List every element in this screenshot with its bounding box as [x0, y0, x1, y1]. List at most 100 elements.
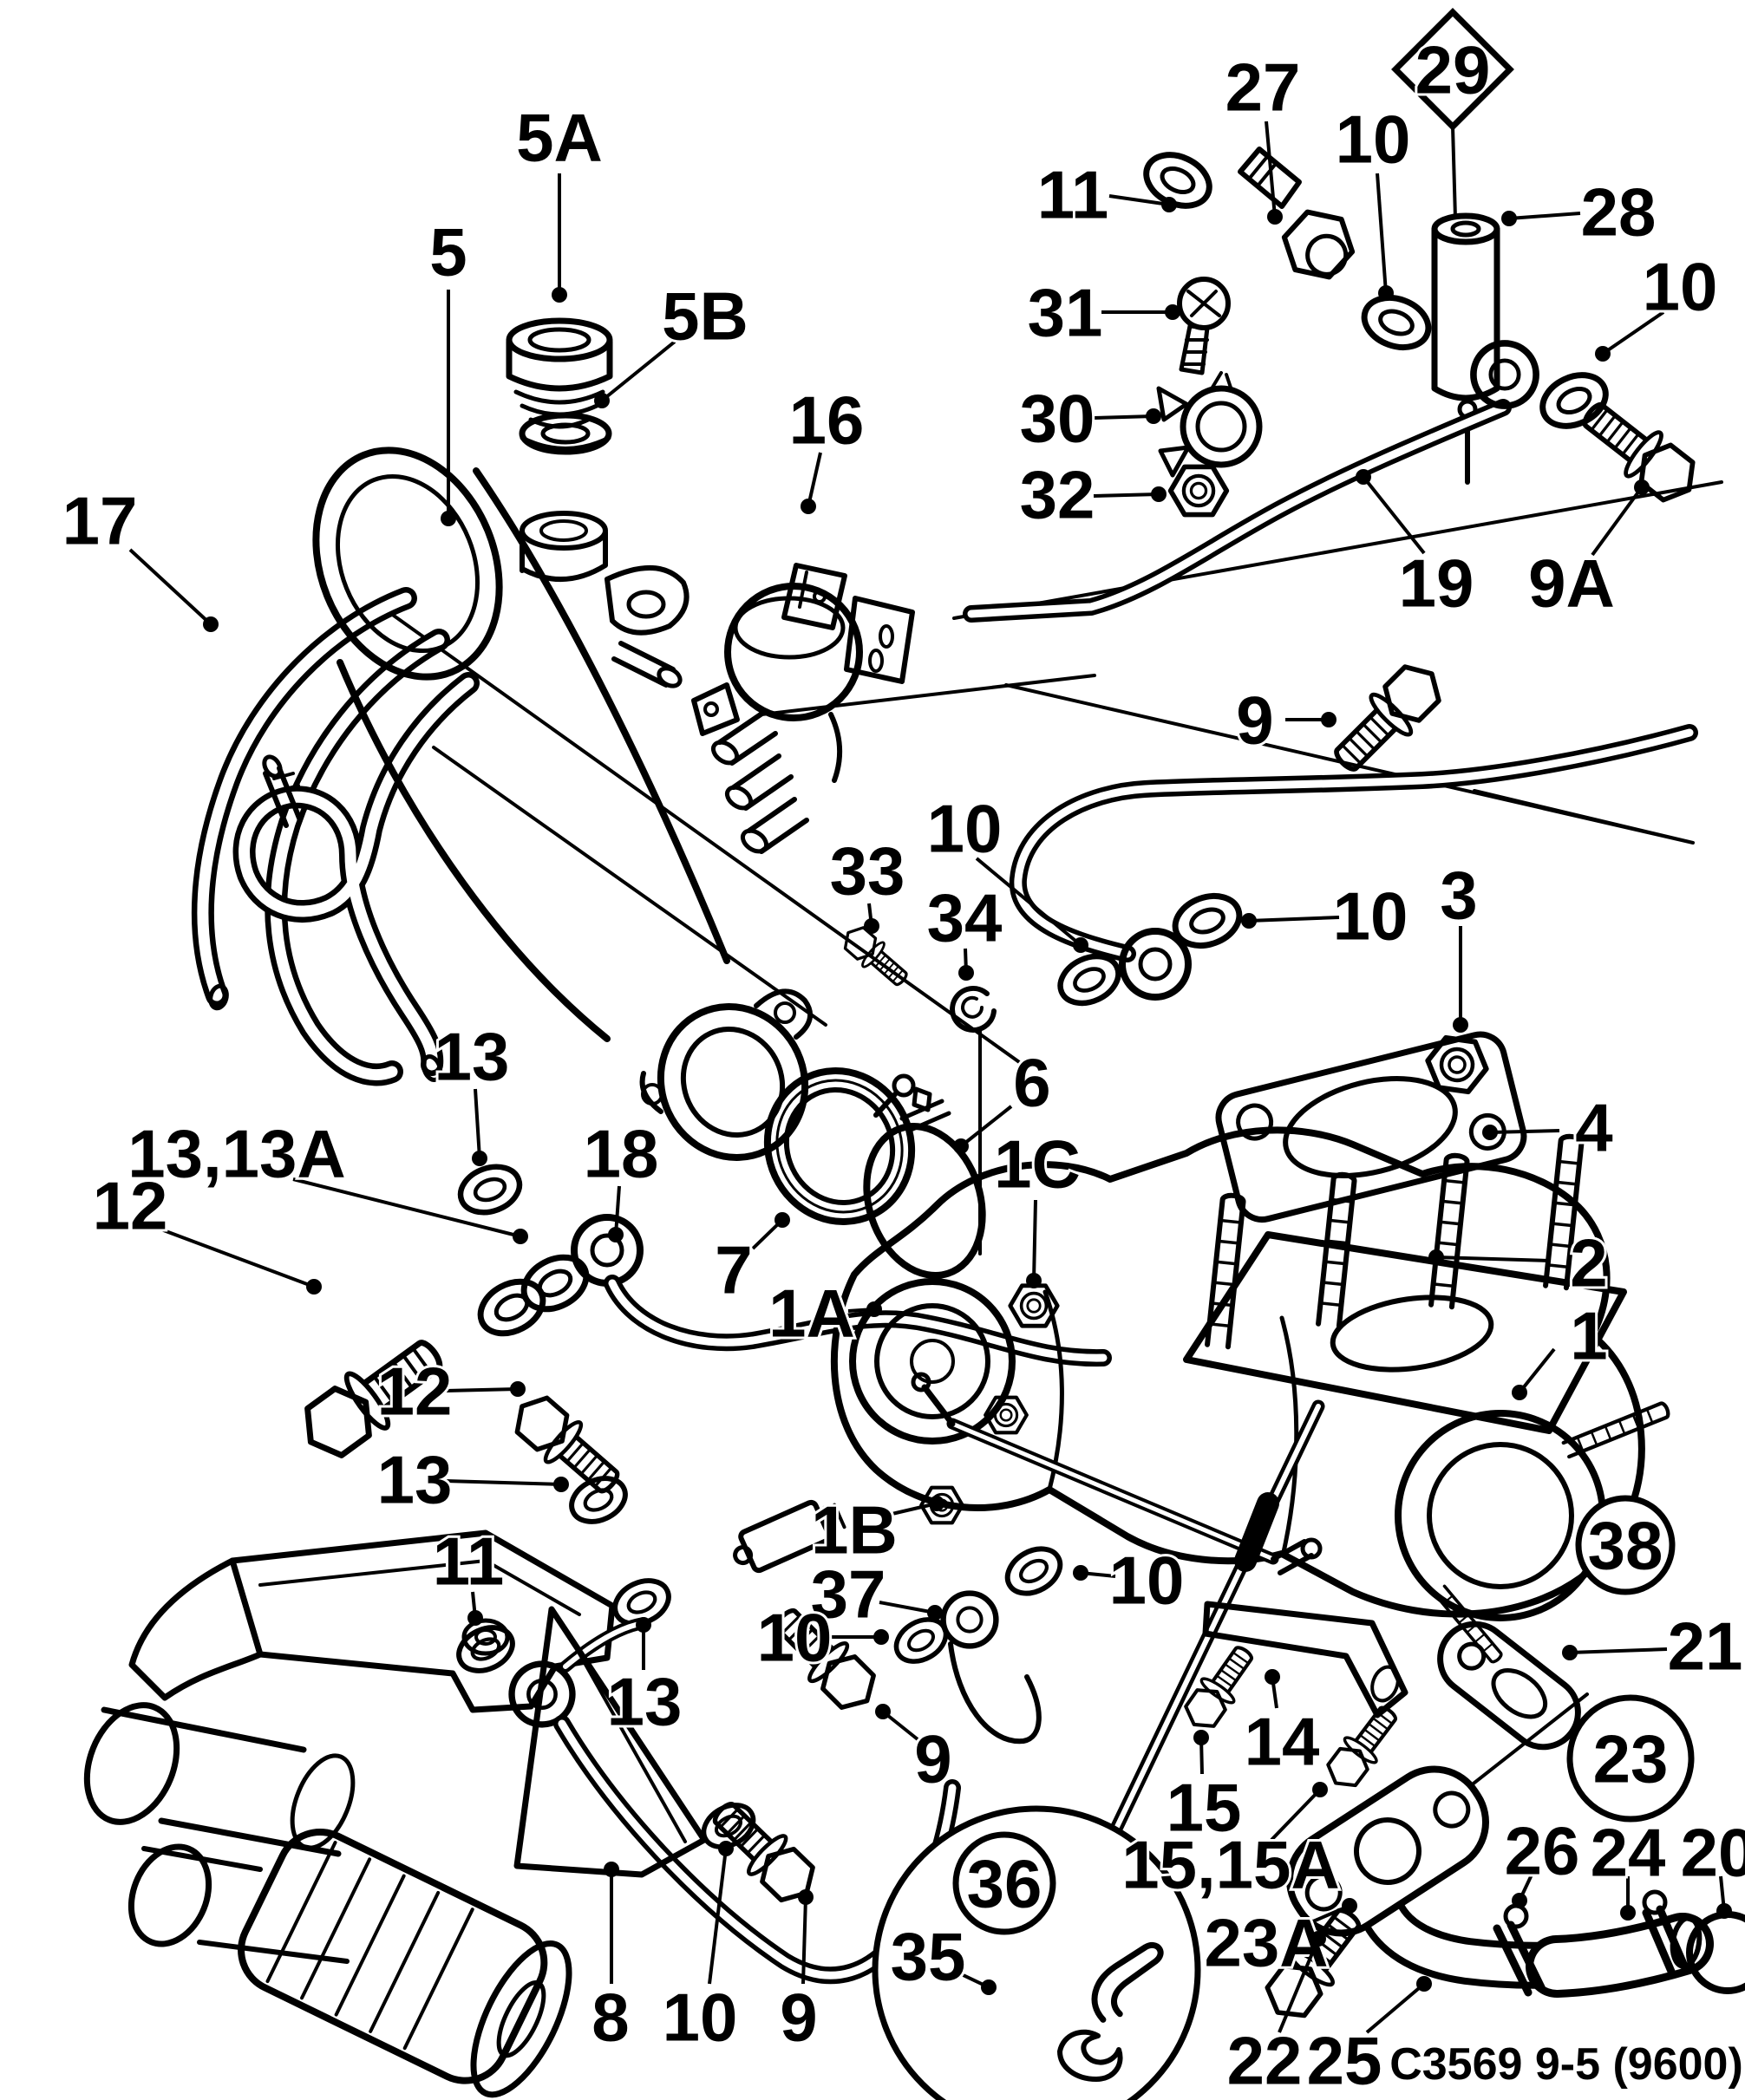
- callout-label: 9A: [1528, 545, 1615, 621]
- fitting-set-art: [1138, 145, 1500, 514]
- leader-line: [959, 1105, 1013, 1148]
- callout-37: 37: [808, 1553, 943, 1634]
- leader-line: [879, 1601, 936, 1614]
- leader-line: [292, 1177, 521, 1238]
- callout-19: 19: [1356, 469, 1476, 623]
- callout-10: 10: [755, 1596, 889, 1678]
- callout-32: 32: [1017, 453, 1167, 535]
- callout-36: 36: [952, 1831, 1056, 1935]
- callout-5A: 5A: [513, 96, 605, 303]
- leader-dot: [1634, 479, 1650, 495]
- callout-label: 1A: [768, 1275, 855, 1351]
- callout-10: 10: [1073, 1539, 1186, 1621]
- callout-label: 36: [967, 1845, 1042, 1921]
- callout-10: 10: [1333, 98, 1413, 301]
- leader-dot: [636, 1617, 651, 1633]
- callout-31: 31: [1025, 271, 1180, 353]
- callout-label: 27: [1225, 49, 1301, 125]
- callout-label: 2: [1570, 1224, 1607, 1301]
- leader-line: [1300, 1904, 1350, 1928]
- callout-9: 9: [875, 1704, 955, 1799]
- callout-9A: 9A: [1526, 479, 1650, 623]
- callout-label: 13: [377, 1441, 453, 1517]
- leader-dot: [1501, 211, 1517, 226]
- callout-4: 4: [1482, 1086, 1616, 1168]
- callout-29: 29: [1391, 8, 1514, 219]
- callout-label: 18: [584, 1115, 659, 1191]
- leader-dot: [958, 965, 974, 981]
- leader-dot: [1073, 937, 1088, 953]
- leader-line: [1093, 492, 1160, 498]
- leader-dot: [1620, 1905, 1636, 1921]
- leader-dot: [798, 1889, 814, 1905]
- leader-dot: [1428, 1249, 1444, 1265]
- callout-label: 30: [1020, 380, 1095, 456]
- callout-12: 12: [375, 1350, 526, 1432]
- leader-line: [614, 1185, 621, 1236]
- leader-line: [1108, 194, 1170, 206]
- callout-27: 27: [1223, 46, 1303, 225]
- callout-label: 14: [1245, 1703, 1320, 1779]
- callout-6: 6: [953, 1041, 1054, 1154]
- callout-label: 23: [1593, 1720, 1669, 1797]
- turbocharger-art: [733, 1126, 1670, 1745]
- leader-dot: [594, 393, 610, 408]
- coolant-pipe-art: [963, 343, 1706, 1012]
- callout-label: 34: [927, 879, 1003, 955]
- callout-label: 15,15A: [1121, 1826, 1340, 1902]
- callout-17: 17: [60, 479, 219, 632]
- callout-label: 24: [1591, 1814, 1666, 1890]
- callout-label: 31: [1028, 274, 1103, 350]
- callout-label: 1: [1570, 1297, 1607, 1373]
- mid-hardware-art: [836, 919, 1527, 1223]
- callout-1: 1: [1512, 1295, 1611, 1400]
- leader-dot: [467, 1610, 483, 1626]
- callout-8: 8: [589, 1862, 632, 2058]
- leader-dot: [1151, 486, 1167, 502]
- leader-dot: [1716, 1903, 1732, 1919]
- leader-line: [1591, 486, 1644, 557]
- leader-dot: [864, 918, 879, 934]
- leader-dot: [608, 1227, 624, 1242]
- callout-label: 1B: [811, 1491, 898, 1568]
- callout-label: 37: [811, 1555, 886, 1632]
- leader-dot: [1193, 1730, 1209, 1745]
- callout-C3569 9-5 (9600): C3569 9-5 (9600): [1387, 2037, 1745, 2092]
- callout-15,15A: 15,15A: [1119, 1782, 1343, 1905]
- leader-dot: [203, 616, 219, 632]
- callout-label: 35: [891, 1918, 966, 1994]
- callout-label: 4: [1575, 1089, 1612, 1165]
- callout-11: 11: [1035, 153, 1177, 235]
- callout-1B: 1B: [808, 1489, 944, 1570]
- callout-10: 10: [925, 787, 1088, 953]
- callout-label: 11: [433, 1523, 504, 1599]
- leader-line: [1601, 310, 1665, 355]
- leader-dot: [552, 287, 567, 303]
- leader-dot: [718, 1841, 734, 1856]
- callout-2: 2: [1428, 1222, 1611, 1303]
- leader-line: [807, 452, 822, 507]
- callout-label: 10: [927, 790, 1003, 866]
- leader-dot: [1453, 1017, 1468, 1033]
- callout-label: 33: [830, 832, 905, 909]
- callout-label: 7: [715, 1231, 752, 1308]
- callout-label: 1C: [994, 1125, 1081, 1202]
- leader-dot: [1482, 1125, 1498, 1140]
- callout-label: 13,13A: [127, 1115, 346, 1191]
- callout-1C: 1C: [991, 1123, 1083, 1288]
- leader-dot: [553, 1477, 569, 1492]
- callout-13: 13: [375, 1438, 569, 1520]
- callout-23A: 23A: [1201, 1898, 1357, 1983]
- callout-label: 32: [1020, 456, 1095, 532]
- leader-line: [1362, 475, 1426, 555]
- callout-label: 10: [1333, 877, 1408, 954]
- leader-line: [975, 857, 1082, 947]
- callout-label: 9: [780, 1979, 817, 2055]
- callout-label: 10: [1109, 1542, 1185, 1618]
- callout-label: 17: [62, 482, 138, 558]
- callout-label: 9: [1236, 682, 1273, 758]
- leader-dot: [1267, 209, 1283, 225]
- leader-line: [474, 1088, 481, 1159]
- callout-label: 5A: [516, 99, 603, 175]
